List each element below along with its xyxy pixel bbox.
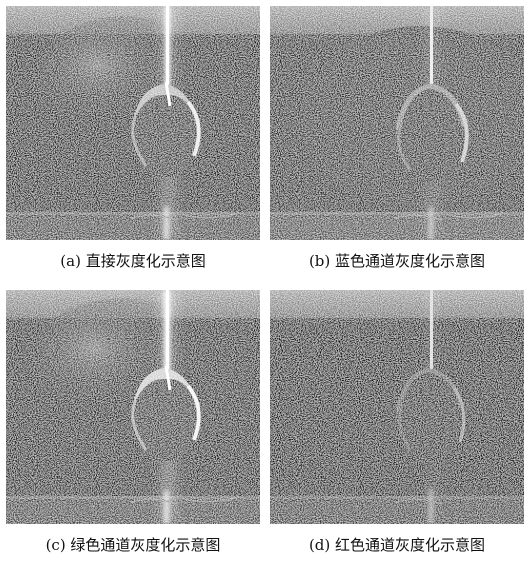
panel-c: (c) 绿色通道灰度化示意图: [6, 290, 260, 554]
photo-direct-grayscale: [6, 6, 260, 240]
photo-green-channel-grayscale: [6, 290, 260, 524]
panel-d: (d) 红色通道灰度化示意图: [270, 290, 524, 554]
caption-a: (a) 直接灰度化示意图: [60, 252, 206, 270]
panel-b: (b) 蓝色通道灰度化示意图: [270, 6, 524, 270]
photo-blue-channel-grayscale: [270, 6, 524, 240]
caption-c: (c) 绿色通道灰度化示意图: [45, 536, 221, 554]
photo-red-channel-grayscale: [270, 290, 524, 524]
caption-d: (d) 红色通道灰度化示意图: [308, 536, 486, 554]
caption-b: (b) 蓝色通道灰度化示意图: [308, 252, 486, 270]
panel-a: (a) 直接灰度化示意图: [6, 6, 260, 270]
